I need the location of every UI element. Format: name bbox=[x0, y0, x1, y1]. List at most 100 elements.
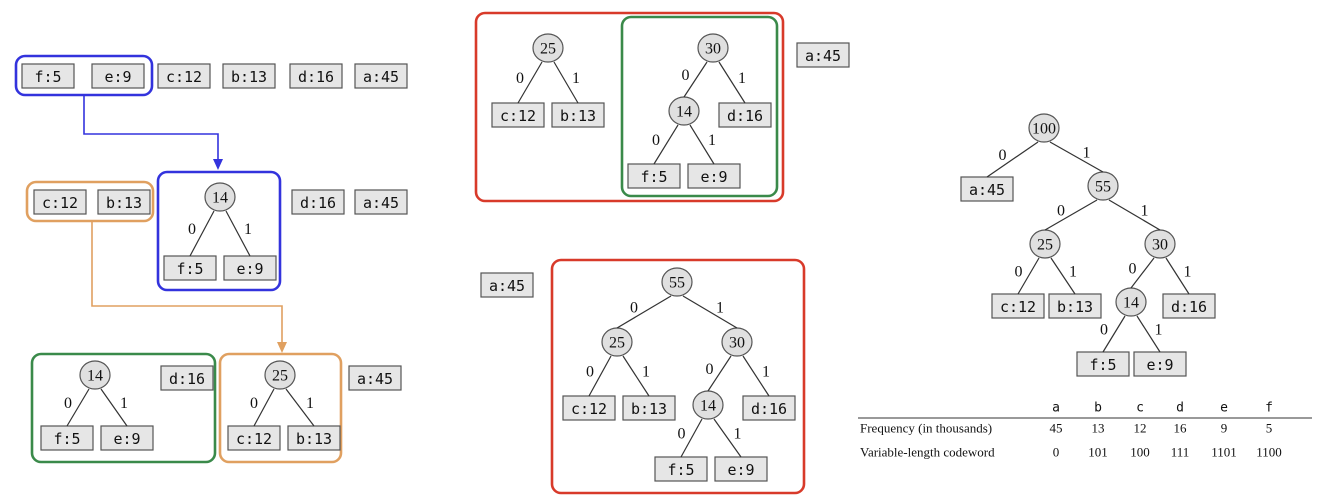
node-label-n14: 14 bbox=[676, 104, 692, 121]
subtree-25-box bbox=[218, 352, 343, 464]
tree-edge bbox=[100, 388, 128, 427]
edge-bit-label: 1 bbox=[734, 426, 742, 443]
leaf-box-a bbox=[480, 272, 534, 298]
tree-edge bbox=[189, 210, 215, 257]
leaf-box-e bbox=[91, 63, 145, 89]
table-cell: 111 bbox=[1171, 445, 1190, 460]
edge-bit-label: 0 bbox=[652, 132, 660, 149]
edge-bit-label: 1 bbox=[572, 70, 580, 87]
node-label-n25: 25 bbox=[540, 41, 556, 58]
node-label-n25: 25 bbox=[272, 368, 288, 385]
leaf-box-f bbox=[1076, 351, 1130, 377]
table-cell: 12 bbox=[1134, 421, 1147, 436]
leaf-label-c: c:12 bbox=[42, 194, 78, 212]
tree-edge bbox=[253, 388, 275, 427]
leaf-label-b: b:13 bbox=[231, 68, 267, 86]
edge-bit-label: 1 bbox=[1155, 322, 1163, 339]
tree-edge bbox=[986, 141, 1039, 178]
leaf-box-c bbox=[33, 189, 87, 215]
edge-bit-label: 0 bbox=[678, 426, 686, 443]
edge-bit-label: 0 bbox=[1057, 203, 1065, 220]
table-cell: 101 bbox=[1088, 445, 1108, 460]
leaf-box-f bbox=[654, 456, 708, 482]
node-label-n14: 14 bbox=[87, 368, 103, 385]
edge-bit-label: 0 bbox=[1100, 322, 1108, 339]
leaf-label-d: d:16 bbox=[300, 194, 336, 212]
tree-edge bbox=[285, 388, 315, 427]
leaf-label-e: e:9 bbox=[113, 430, 140, 448]
edge-bit-label: 1 bbox=[716, 300, 724, 317]
node-label-n25: 25 bbox=[1037, 237, 1053, 254]
leaf-label-c: c:12 bbox=[166, 68, 202, 86]
edge-bit-label: 0 bbox=[682, 67, 690, 84]
leaf-box-e bbox=[100, 425, 154, 451]
node-label-n30: 30 bbox=[705, 41, 721, 58]
tree-edge bbox=[713, 418, 742, 458]
tree-edge bbox=[1136, 315, 1161, 353]
edge-bit-label: 1 bbox=[244, 221, 252, 238]
leaf-box-b bbox=[222, 63, 276, 89]
table-cell: 1100 bbox=[1256, 445, 1282, 460]
node-label-n14: 14 bbox=[700, 398, 716, 415]
node-circle-n25 bbox=[264, 360, 296, 390]
leaf-box-e bbox=[714, 456, 768, 482]
edge-bit-label: 0 bbox=[630, 300, 638, 317]
leaf-label-e: e:9 bbox=[104, 68, 131, 86]
edge-bit-label: 0 bbox=[64, 395, 72, 412]
leaf-label-a: a:45 bbox=[805, 47, 841, 65]
leaf-box-c bbox=[227, 425, 281, 451]
leaf-label-a: a:45 bbox=[489, 277, 525, 295]
leaf-box-b bbox=[622, 395, 676, 421]
leaf-box-e bbox=[687, 163, 741, 189]
edge-bit-label: 0 bbox=[516, 70, 524, 87]
edge-bit-label: 0 bbox=[1015, 264, 1023, 281]
edge-bit-label: 1 bbox=[1184, 264, 1192, 281]
table-cell: 9 bbox=[1221, 421, 1228, 436]
merge-group-c-b bbox=[25, 180, 155, 223]
leaf-box-e bbox=[223, 255, 277, 281]
table-cell: 1101 bbox=[1211, 445, 1237, 460]
tree-edge bbox=[1102, 315, 1126, 353]
leaf-label-e: e:9 bbox=[236, 260, 263, 278]
connector-arrow-blue bbox=[83, 95, 219, 160]
leaf-label-b: b:13 bbox=[296, 430, 332, 448]
leaf-box-f bbox=[627, 163, 681, 189]
leaf-label-a: a:45 bbox=[969, 181, 1005, 199]
tree-edge bbox=[742, 355, 770, 397]
leaf-box-f bbox=[163, 255, 217, 281]
leaf-box-a bbox=[354, 63, 408, 89]
leaf-label-d: d:16 bbox=[751, 400, 787, 418]
leaf-label-d: d:16 bbox=[169, 370, 205, 388]
leaf-label-b: b:13 bbox=[631, 400, 667, 418]
node-label-n14: 14 bbox=[1123, 295, 1139, 312]
table-cell: 0 bbox=[1053, 445, 1060, 460]
table-header-e: e bbox=[1220, 401, 1228, 416]
tree-edge bbox=[718, 61, 746, 104]
edge-bit-label: 1 bbox=[708, 132, 716, 149]
tree-edge bbox=[682, 295, 738, 329]
table-cell: 5 bbox=[1266, 421, 1273, 436]
edge-bit-label: 1 bbox=[738, 70, 746, 87]
arrowhead-blue bbox=[213, 159, 223, 170]
leaf-box-c bbox=[991, 293, 1045, 319]
merge-group-25-30 bbox=[474, 11, 785, 203]
tree-edge bbox=[1044, 199, 1098, 231]
leaf-box-c bbox=[491, 102, 545, 128]
leaf-label-b: b:13 bbox=[106, 194, 142, 212]
leaf-label-e: e:9 bbox=[1146, 356, 1173, 374]
leaf-box-a bbox=[348, 365, 402, 391]
tree-edge bbox=[683, 61, 708, 98]
tree-edge bbox=[1017, 257, 1040, 295]
tree-edge bbox=[1108, 199, 1161, 231]
node-circle-n14 bbox=[79, 360, 111, 390]
leaf-label-d: d:16 bbox=[298, 68, 334, 86]
node-circle-n55 bbox=[661, 267, 693, 297]
table-row-label: Variable-length codeword bbox=[860, 445, 995, 460]
tree-edge bbox=[622, 355, 650, 397]
tree-edge bbox=[225, 210, 251, 257]
leaf-label-e: e:9 bbox=[727, 461, 754, 479]
leaf-box-b bbox=[97, 189, 151, 215]
tree-edge bbox=[1165, 257, 1190, 295]
leaf-label-f: f:5 bbox=[53, 430, 80, 448]
tree-edge bbox=[553, 61, 579, 104]
